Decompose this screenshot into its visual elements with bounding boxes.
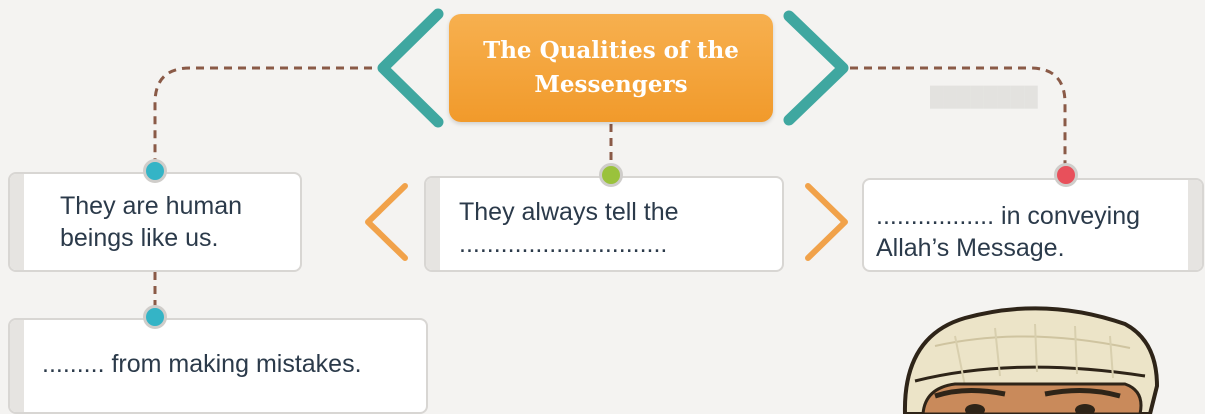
dot-red [1054, 163, 1078, 187]
node-mistakes: ......... from making mistakes. [8, 318, 428, 414]
title-box: The Qualities of the Messengers [449, 14, 773, 122]
node-conveying-text: ................. in conveying Allah’s M… [876, 202, 1141, 262]
teal-chevron-left-icon [377, 8, 444, 128]
connector-left [153, 66, 372, 160]
node-conveying: ................. in conveying Allah’s M… [862, 178, 1204, 272]
dot-green [599, 163, 623, 187]
node-tell: They always tell the ...................… [424, 176, 784, 272]
boy-illustration [902, 306, 1160, 414]
dot-blue-top [143, 159, 167, 183]
teal-chevron-right-icon [783, 10, 849, 126]
node-human: They are human beings like us. [8, 172, 302, 272]
node-human-text: They are human beings like us. [60, 192, 243, 252]
title-text: The Qualities of the Messengers [483, 37, 739, 98]
node-tell-text: They always tell the ...................… [459, 198, 679, 258]
orange-chevron-left-icon [365, 183, 408, 261]
node-mistakes-text: ......... from making mistakes. [42, 350, 362, 378]
orange-chevron-right-icon [805, 183, 848, 261]
dot-blue-bottom [143, 305, 167, 329]
background-text: ████████ [930, 87, 1038, 108]
connector-right [850, 66, 1067, 165]
